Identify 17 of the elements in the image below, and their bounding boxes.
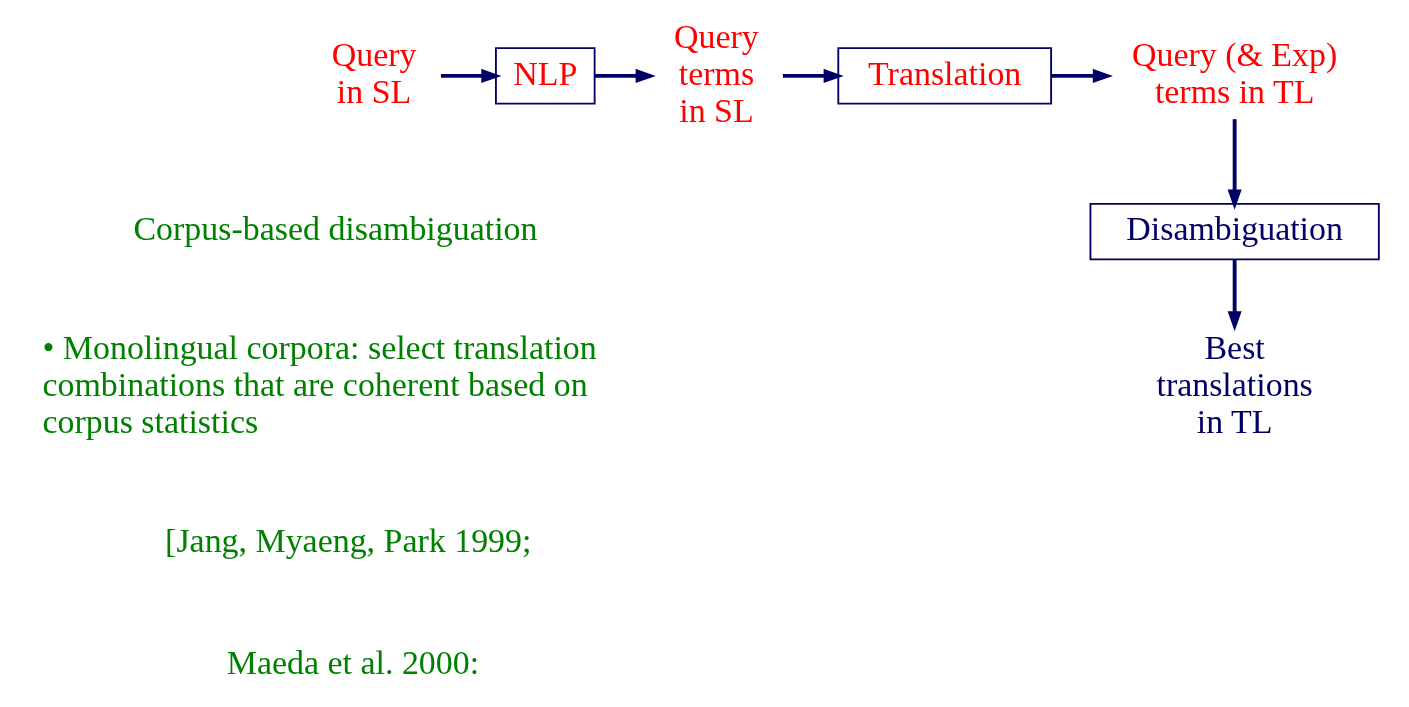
- arrow: [782, 68, 844, 83]
- arrow: [594, 68, 656, 83]
- node-text: Query terms in SL: [674, 17, 759, 129]
- node-text: Best translations in TL: [1156, 329, 1313, 441]
- arrow: [1227, 259, 1242, 332]
- node-box: Translation: [837, 47, 1053, 105]
- label: [Jang, Myaeng, Park 1999;: [165, 521, 532, 559]
- arrow: [440, 68, 502, 83]
- arrow: [1051, 68, 1113, 83]
- arrow: [1227, 119, 1242, 210]
- node-text: Query (& Exp) terms in TL: [1132, 36, 1338, 111]
- label: Maeda et al. 2000:: [226, 643, 480, 681]
- node-text: Query in SL: [331, 36, 417, 111]
- node-box: NLP: [495, 47, 596, 105]
- node-box: Disambiguation: [1089, 203, 1380, 261]
- label: • Monolingual corpora: select translation combinations that are coherent based on corpus statistics: [42, 329, 597, 441]
- label: Corpus-based disambiguation: [133, 210, 538, 248]
